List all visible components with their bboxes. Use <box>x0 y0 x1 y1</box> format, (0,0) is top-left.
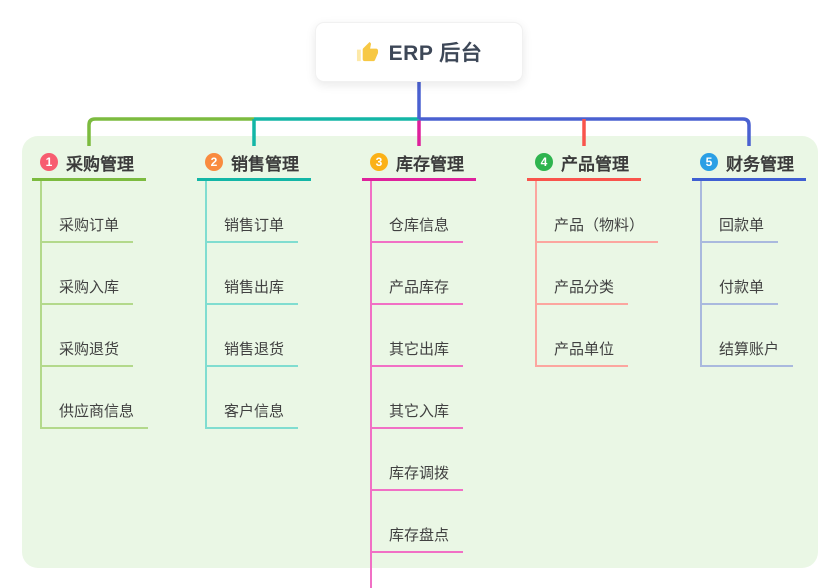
child-node[interactable]: 出库库明细 <box>372 553 478 588</box>
branch-children: 产品（物料） 产品分类产品单位 <box>535 181 659 367</box>
child-node[interactable]: 采购退货 <box>42 305 134 367</box>
child-label: 供应商信息 <box>59 402 135 420</box>
child-label: 产品（物料） <box>554 216 645 234</box>
child-label: 客户信息 <box>224 402 285 420</box>
child-node[interactable]: 结算账户 <box>702 305 794 367</box>
child-node[interactable]: 库存调拨 <box>372 429 464 491</box>
branch-number-badge: 2 <box>205 153 223 171</box>
child-label: 产品库存 <box>389 278 450 296</box>
branch-label: 采购管理 <box>66 154 134 174</box>
child-label: 其它入库 <box>389 402 450 420</box>
root-node[interactable]: ERP 后台 <box>315 22 523 82</box>
child-node[interactable]: 其它入库 <box>372 367 464 429</box>
branch-number-badge: 5 <box>700 153 718 171</box>
branch-children: 仓库信息产品库存其它出库其它入库库存调拨库存盘点出库库明细 <box>370 181 478 588</box>
child-node[interactable]: 仓库信息 <box>372 181 464 243</box>
branch-node[interactable]: 5 财务管理 <box>692 146 806 181</box>
branch-node[interactable]: 1 采购管理 <box>32 146 146 181</box>
branch-column: 4 产品管理产品（物料） 产品分类产品单位 <box>527 146 659 367</box>
child-label: 销售订单 <box>224 216 285 234</box>
child-label: 采购退货 <box>59 340 120 358</box>
child-node[interactable]: 销售订单 <box>207 181 299 243</box>
child-label: 采购订单 <box>59 216 120 234</box>
child-label: 库存盘点 <box>389 526 450 544</box>
child-node[interactable]: 采购入库 <box>42 243 134 305</box>
branch-column: 2 销售管理销售订单销售出库销售退货客户信息 <box>197 146 311 429</box>
child-label: 库存调拨 <box>389 464 450 482</box>
child-node[interactable]: 采购订单 <box>42 181 134 243</box>
root-label: ERP 后台 <box>388 42 483 65</box>
child-label: 销售出库 <box>224 278 285 296</box>
branch-label: 销售管理 <box>231 154 299 174</box>
child-node[interactable]: 销售退货 <box>207 305 299 367</box>
child-label: 结算账户 <box>719 340 780 358</box>
child-label: 采购入库 <box>59 278 120 296</box>
child-label: 仓库信息 <box>389 216 450 234</box>
child-label: 产品单位 <box>554 340 615 358</box>
child-label: 其它出库 <box>389 340 450 358</box>
branch-node[interactable]: 2 销售管理 <box>197 146 311 181</box>
child-node[interactable]: 供应商信息 <box>42 367 149 429</box>
child-node[interactable]: 其它出库 <box>372 305 464 367</box>
branch-node[interactable]: 4 产品管理 <box>527 146 641 181</box>
child-node[interactable]: 客户信息 <box>207 367 299 429</box>
branch-number-badge: 4 <box>535 153 553 171</box>
child-label: 销售退货 <box>224 340 285 358</box>
branch-label: 库存管理 <box>396 154 464 174</box>
branch-label: 财务管理 <box>726 154 794 174</box>
branch-children: 回款单付款单结算账户 <box>700 181 806 367</box>
branch-label: 产品管理 <box>561 154 629 174</box>
child-label: 产品分类 <box>554 278 615 296</box>
branch-node[interactable]: 3 库存管理 <box>362 146 476 181</box>
branch-column: 3 库存管理仓库信息产品库存其它出库其它入库库存调拨库存盘点出库库明细 <box>362 146 478 588</box>
child-node[interactable]: 产品（物料） <box>537 181 659 243</box>
branch-column: 1 采购管理采购订单采购入库采购退货供应商信息 <box>32 146 149 429</box>
child-label: 回款单 <box>719 216 765 234</box>
thumbs-up-icon <box>356 41 379 64</box>
branch-column: 5 财务管理回款单付款单结算账户 <box>692 146 806 367</box>
mindmap-panel <box>22 136 818 568</box>
branch-number-badge: 3 <box>370 153 388 171</box>
child-node[interactable]: 销售出库 <box>207 243 299 305</box>
child-node[interactable]: 回款单 <box>702 181 779 243</box>
child-node[interactable]: 库存盘点 <box>372 491 464 553</box>
branch-children: 采购订单采购入库采购退货供应商信息 <box>40 181 149 429</box>
child-node[interactable]: 产品单位 <box>537 305 629 367</box>
child-label: 付款单 <box>719 278 765 296</box>
branch-number-badge: 1 <box>40 153 58 171</box>
child-node[interactable]: 产品库存 <box>372 243 464 305</box>
child-node[interactable]: 付款单 <box>702 243 779 305</box>
child-node[interactable]: 产品分类 <box>537 243 629 305</box>
branch-children: 销售订单销售出库销售退货客户信息 <box>205 181 311 429</box>
